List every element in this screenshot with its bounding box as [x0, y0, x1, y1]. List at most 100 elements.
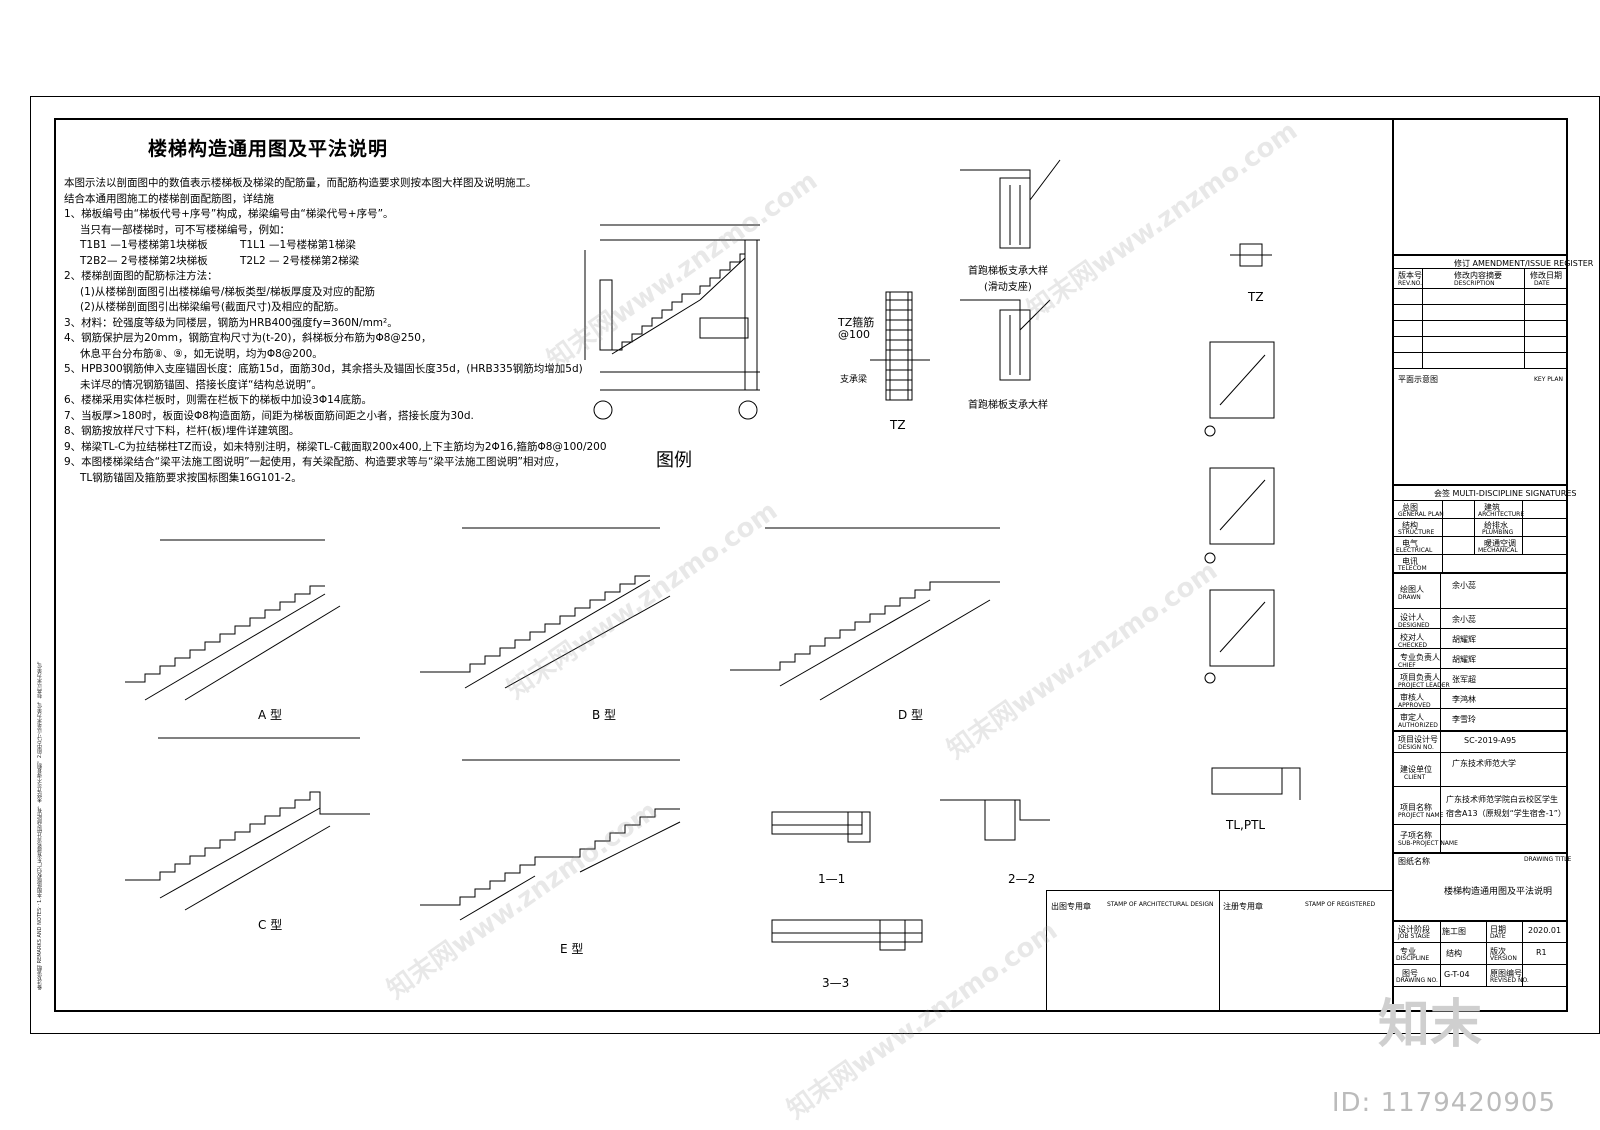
general-plan-en: GENERAL PLAN: [1398, 511, 1444, 518]
tz-section-and-plans: [1204, 243, 1301, 800]
caption-type-e: E 型: [560, 942, 584, 956]
authorized-label: 审定人: [1400, 713, 1424, 722]
caption-support-detail-2: 首跑梯板支承大样: [968, 400, 1048, 411]
stamp-label-en: STAMP OF ARCHITECTURAL DESIGN: [1107, 901, 1214, 908]
drawing-title-label: 图纸名称: [1398, 857, 1430, 866]
keyplan-label: 平面示意图: [1398, 375, 1438, 384]
checked-en: CHECKED: [1398, 642, 1428, 649]
rev-desc-en: DESCRIPTION: [1454, 280, 1495, 287]
stamp-area: 出图专用章 STAMP OF ARCHITECTURAL DESIGN 注册专用…: [1046, 890, 1392, 1012]
leader-value: 张军超: [1452, 675, 1476, 684]
signatures-header: 会签 MULTI-DISCIPLINE SIGNATURES: [1434, 489, 1577, 498]
revised-no-en: REVISED NO.: [1490, 977, 1529, 984]
note-9: 9、梯梁TL-C为拉结梯柱TZ而设，如未特别注明，梯梁TL-C截面取200x40…: [64, 440, 607, 453]
rev-no-label: 版本号: [1398, 271, 1422, 280]
version-value: R1: [1536, 948, 1547, 957]
drawing-title: 楼梯构造通用图及平法说明: [148, 138, 389, 160]
designed-value: 余小蕊: [1452, 615, 1476, 624]
designed-en: DESIGNED: [1398, 622, 1430, 629]
note-intro-2: 结合本通用图施工的楼梯剖面配筋图，详结施: [64, 192, 274, 205]
plumbing-en: PLUMBING: [1482, 529, 1514, 536]
brand-logo: 知末: [1378, 995, 1483, 1055]
note-7: 7、当板厚>180时，板面设Φ8构造面筋，间距为梯板面筋间距之小者，搭接长度为3…: [64, 409, 474, 422]
general-notes: 本图示法以剖面图中的数值表示楼梯板及梯梁的配筋量，而配筋构造要求则按本图大样图及…: [64, 176, 607, 486]
mechanical-en: MECHANICAL: [1478, 547, 1518, 554]
caption-type-c: C 型: [258, 918, 283, 932]
section-details: [771, 799, 1050, 951]
caption-tl-ptl: TL,PTL: [1226, 818, 1266, 832]
project-name-en: PROJECT NAME: [1398, 812, 1444, 819]
stair-type-a-drawing: [125, 539, 341, 701]
note-8: 8、钢筋按放样尺寸下料，栏杆(板)埋件详建筑图。: [64, 425, 300, 437]
caption-support-detail-1: 首跑梯板支承大样: [968, 266, 1048, 277]
stage-en: JOB STAGE: [1398, 933, 1430, 940]
rev-desc-label: 修改内容摘要: [1454, 271, 1502, 280]
reg-stamp-label-cn: 注册专用章: [1223, 902, 1263, 911]
note-intro-1: 本图示法以剖面图中的数值表示楼梯板及梯梁的配筋量，而配筋构造要求则按本图大样图及…: [64, 177, 537, 189]
structure-label: 结构: [1402, 521, 1418, 530]
plumbing-label: 给排水: [1484, 521, 1508, 530]
discipline-value: 结构: [1446, 949, 1462, 958]
label-support-beam: 支承梁: [840, 375, 868, 385]
leader-en: PROJECT LEADER: [1398, 682, 1450, 689]
rev-no-en: REV.NO.: [1398, 280, 1423, 287]
client-value: 广东技术师范大学: [1452, 759, 1516, 768]
designed-label: 设计人: [1400, 613, 1424, 622]
caption-section-1-1: 1—1: [818, 872, 846, 886]
date-value: 2020.01: [1528, 926, 1562, 935]
drawing-title-en: DRAWING TITLE: [1524, 856, 1572, 863]
sub-project-en: SUB-PROJECT NAME: [1398, 840, 1458, 847]
revision-header: 修订 AMENDMENT/ISSUE REGISTER: [1454, 259, 1594, 268]
legend-section-drawing: [584, 224, 760, 420]
drawing-border: [54, 118, 1568, 1012]
note-2: 2、楼梯剖面图的配筋标注方法：: [64, 270, 218, 282]
caption-type-d: D 型: [898, 708, 924, 722]
caption-section-3-3: 3—3: [822, 976, 850, 990]
note-5: 5、HPB300钢筋伸入支座锚固长度：底筋15d，面筋30d，其余搭头及锚固长度…: [64, 363, 583, 375]
legend-label: 图例: [656, 450, 692, 471]
electrical-label: 电气: [1402, 539, 1418, 548]
discipline-en: DISCIPLINE: [1396, 955, 1430, 962]
approved-en: APPROVED: [1398, 702, 1431, 709]
image-id: ID: 1179420905: [1331, 1088, 1556, 1118]
caption-sliding-support: (滑动支座): [984, 282, 1032, 293]
drawing-no-en: DRAWING NO.: [1396, 977, 1438, 984]
rev-date-label: 修改日期: [1530, 271, 1562, 280]
label-tz-stirrup: TZ箍筋: [838, 316, 875, 329]
reg-stamp-label-en: STAMP OF REGISTERED: [1305, 901, 1376, 908]
stage-label: 设计阶段: [1398, 925, 1430, 934]
stage-value: 施工图: [1442, 927, 1466, 936]
note-1: 1、梯板编号由“梯板代号+序号”构成，梯梁编号由“梯梁代号+序号”。: [64, 208, 394, 220]
telecom-en: TELECOM: [1398, 565, 1427, 572]
note-2b: (2)从楼梯剖面图引出梯梁编号(截面尺寸)及相应的配筋。: [80, 301, 345, 313]
caption-section-2-2: 2—2: [1008, 872, 1036, 886]
stair-type-e-drawing: [420, 759, 681, 921]
note-10: 9、本图楼梯梁结合“梁平法施工图说明”一起使用，有关梁配筋、构造要求等与“梁平法…: [64, 456, 565, 468]
chief-value: 胡耀辉: [1452, 655, 1476, 664]
stair-type-d-drawing: [730, 527, 1000, 701]
design-no-label: 项目设计号: [1398, 735, 1438, 744]
label-tz-spacing: @100: [838, 328, 870, 341]
general-plan-label: 总图: [1402, 503, 1418, 512]
checked-value: 胡耀辉: [1452, 635, 1476, 644]
date-label: 日期: [1490, 925, 1506, 934]
authorized-en: AUTHORIZED: [1398, 722, 1438, 729]
note-6: 6、楼梯采用实体栏板时，则需在栏板下的梯板中加设3Φ14底筋。: [64, 394, 372, 406]
stamp-label-cn: 出图专用章: [1051, 902, 1091, 911]
project-name-value-1: 广东技术师范学院白云校区学生: [1446, 795, 1558, 804]
approved-value: 李鸿林: [1452, 695, 1476, 704]
note-1b: 当只有一部楼梯时，可不写楼梯编号，例如：: [80, 223, 290, 236]
architecture-label: 建筑: [1484, 503, 1500, 512]
drawn-en: DRAWN: [1398, 594, 1421, 601]
note-2a: (1)从楼梯剖面图引出楼梯编号/梯板类型/梯板厚度及对应的配筋: [80, 285, 375, 298]
structure-en: STRUCTURE: [1398, 529, 1435, 536]
architecture-en: ARCHITECTURE: [1478, 511, 1525, 518]
drawing-no-value: G-T-04: [1444, 970, 1470, 979]
discipline-label: 专业: [1400, 947, 1416, 956]
drawn-value: 余小蕊: [1452, 581, 1476, 590]
drawing-title-value: 楼梯构造通用图及平法说明: [1444, 887, 1553, 897]
telecom-label: 电讯: [1402, 557, 1418, 566]
stair-type-b-drawing: [420, 527, 671, 689]
